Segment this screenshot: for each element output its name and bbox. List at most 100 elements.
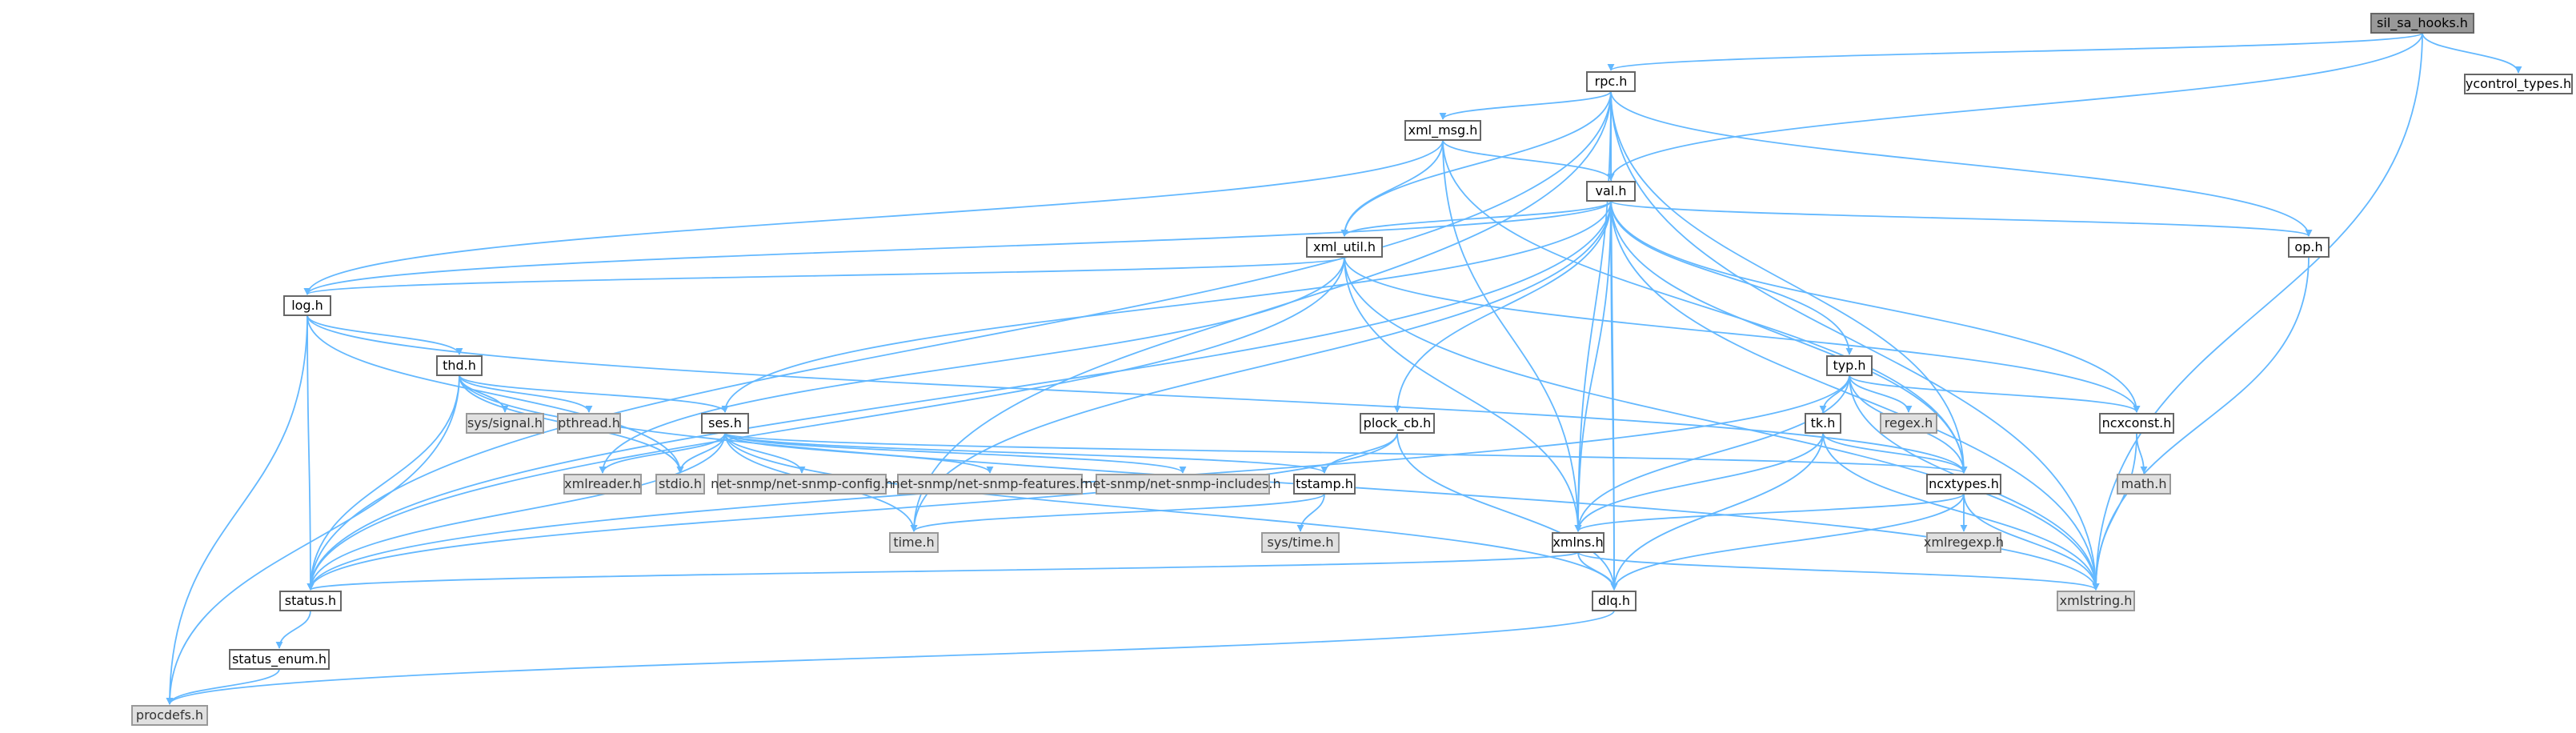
edge-line	[166, 668, 280, 705]
node-box	[1586, 71, 1636, 92]
node-xmlregexp: xmlregexp.h	[1924, 532, 2004, 553]
edge-xml_util-to-status	[306, 256, 1345, 591]
node-label: op.h	[2294, 239, 2322, 254]
edge-line	[2092, 32, 2423, 591]
edge-sil_sa_hooks-to-ycontrol_types	[2422, 32, 2522, 74]
node-label: ncxconst.h	[2102, 415, 2172, 431]
edge-xml_util-to-ncxconst	[1344, 256, 2141, 413]
edge-thd-to-ses	[459, 375, 729, 413]
edge-line	[459, 375, 593, 413]
node-label: tstamp.h	[1296, 476, 1353, 491]
node-label: ses.h	[708, 415, 742, 431]
node-tstamp[interactable]: tstamp.h	[1293, 474, 1356, 495]
edge-line	[1610, 200, 2100, 591]
edge-line	[1574, 432, 1824, 532]
edge-line	[599, 256, 1345, 474]
node-box	[563, 474, 642, 495]
node-label: ycontrol_types.h	[2466, 76, 2571, 92]
edge-typ-to-xmlns	[1574, 375, 1850, 532]
edge-val-to-ses	[721, 200, 1612, 413]
edge-val-to-ncxtypes	[1610, 200, 1968, 474]
node-regex: regex.h	[1880, 413, 1937, 434]
edge-xml_msg-to-ncxtypes	[1442, 139, 1968, 474]
node-box	[1592, 591, 1637, 611]
edge-typ-to-tk	[1819, 375, 1850, 413]
edge-line	[1442, 139, 1615, 181]
node-label: dlq.h	[1598, 593, 1630, 608]
node-typ[interactable]: typ.h	[1826, 355, 1873, 376]
node-rpc[interactable]: rpc.h	[1586, 71, 1636, 92]
edge-line	[1610, 90, 2313, 237]
edge-line	[724, 432, 1967, 474]
edge-line	[2092, 432, 2137, 591]
node-ses[interactable]: ses.h	[701, 413, 749, 434]
edge-line	[1393, 200, 1612, 413]
edge-line	[1849, 375, 2141, 413]
edge-tstamp-to-sys_time	[1296, 493, 1325, 532]
edge-xml_msg-to-xmlns	[1442, 139, 1582, 532]
edge-line	[1340, 139, 1444, 237]
node-xmlstring: xmlstring.h	[2057, 591, 2135, 611]
node-xmlns[interactable]: xmlns.h	[1552, 532, 1604, 553]
edge-thd-to-procdefs	[166, 375, 460, 705]
node-xml-msg[interactable]: xml_msg.h	[1404, 120, 1481, 141]
node-plock-cb[interactable]: plock_cb.h	[1360, 413, 1435, 434]
node-label: procdefs.h	[136, 707, 203, 723]
node-sys-signal: sys/signal.h	[466, 413, 544, 434]
node-box	[1261, 532, 1340, 553]
edge-line	[2422, 32, 2522, 74]
edge-typ-to-regex	[1849, 375, 1913, 413]
node-sil-sa-hooks[interactable]: sil_sa_hooks.h	[2370, 13, 2474, 34]
node-status[interactable]: status.h	[279, 591, 342, 611]
edge-line	[1574, 200, 1612, 532]
node-dlq[interactable]: dlq.h	[1592, 591, 1637, 611]
node-label: sys/signal.h	[467, 415, 543, 431]
edge-val-to-log	[303, 200, 1612, 295]
node-val[interactable]: val.h	[1586, 181, 1636, 202]
node-box	[1293, 474, 1356, 495]
node-label: stdio.h	[659, 476, 702, 491]
node-box	[701, 413, 749, 434]
node-box	[2464, 74, 2573, 94]
edge-tk-to-ncxtypes	[1822, 432, 1968, 474]
node-label: xmlns.h	[1552, 535, 1603, 550]
node-xml-util[interactable]: xml_util.h	[1306, 237, 1383, 258]
edge-line	[1610, 200, 2141, 413]
node-box	[2288, 237, 2330, 258]
node-ycontrol-types[interactable]: ycontrol_types.h	[2464, 74, 2573, 94]
node-label: xmlregexp.h	[1924, 535, 2004, 550]
edge-line	[1439, 90, 1612, 120]
node-ncxconst[interactable]: ncxconst.h	[2099, 413, 2174, 434]
node-op[interactable]: op.h	[2288, 237, 2330, 258]
node-status-enum[interactable]: status_enum.h	[229, 649, 330, 670]
edge-rpc-to-ncxtypes	[1610, 90, 1968, 474]
node-pthread: pthread.h	[557, 413, 621, 434]
node-thd[interactable]: thd.h	[436, 355, 483, 376]
edge-line	[306, 256, 1345, 591]
edge-ses-to-ncxtypes	[724, 432, 1967, 474]
node-ncxtypes[interactable]: ncxtypes.h	[1926, 474, 2001, 495]
node-box	[2099, 413, 2174, 434]
node-box	[1404, 120, 1481, 141]
edge-line	[1822, 432, 1968, 474]
node-label: regex.h	[1885, 415, 1933, 431]
edge-line	[306, 200, 1612, 591]
node-log[interactable]: log.h	[283, 295, 331, 316]
edge-xml_msg-to-val	[1442, 139, 1615, 181]
edge-val-to-dlq	[1610, 200, 1618, 591]
edge-val-to-xmlns	[1574, 200, 1612, 532]
edge-line	[1610, 200, 1853, 355]
edge-line	[1607, 32, 2423, 71]
node-tk[interactable]: tk.h	[1805, 413, 1841, 434]
edge-tk-to-xmlstring	[1822, 432, 2100, 591]
edge-line	[275, 610, 311, 649]
edge-line	[306, 432, 1398, 591]
node-box	[279, 591, 342, 611]
edge-tstamp-to-time	[910, 493, 1325, 532]
edge-line	[1442, 139, 1968, 474]
node-box	[1306, 237, 1383, 258]
edge-line	[599, 432, 726, 474]
node-box	[1926, 474, 2001, 495]
edge-line	[1963, 493, 2100, 591]
